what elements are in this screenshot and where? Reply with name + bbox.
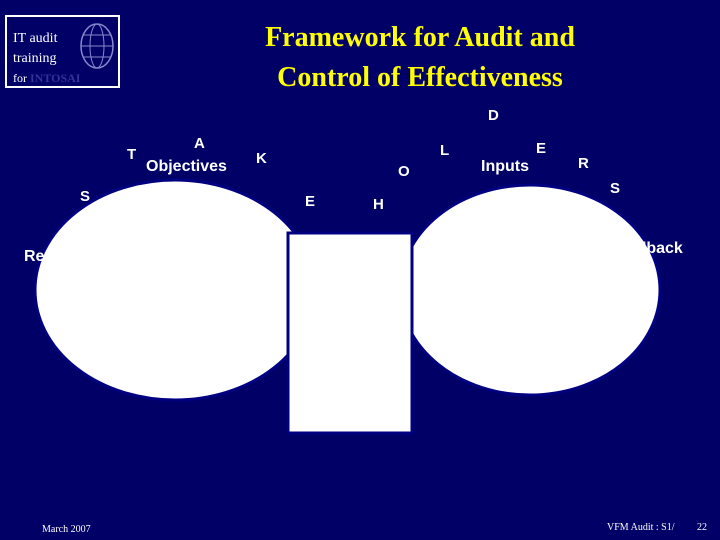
costs-letter-c: C [344, 279, 355, 296]
letter-r: R [578, 155, 589, 172]
letter-s-left: S [80, 188, 91, 205]
logo-text-line3: for INTOSAI [13, 71, 81, 85]
letter-e-top: E [536, 140, 547, 157]
title-line1: Framework for Audit and [265, 22, 575, 53]
letter-d: D [488, 107, 499, 124]
label-inputs: Inputs [481, 158, 529, 175]
logo-text-line1: IT audit [13, 31, 58, 46]
label-target: TARGET [472, 248, 537, 265]
letter-e-mid: E [305, 193, 316, 210]
costs-letter-t: T [344, 343, 354, 360]
globe-icon [80, 23, 114, 69]
performance-indicators-line1: Perform ance [304, 393, 395, 409]
left-ellipse [33, 178, 317, 402]
costs-letter-s2: S [344, 365, 355, 382]
footer-ref: VFM Audit : S1/ [607, 522, 675, 533]
performance-indicators-line2: Indicators [313, 415, 379, 431]
label-feedback: Feedback [609, 240, 683, 257]
letter-o: O [398, 163, 410, 180]
logo-box: IT audit training for INTOSAI [5, 15, 120, 88]
letter-h: H [373, 196, 384, 213]
letter-k: K [256, 150, 267, 167]
footer-date: March 2007 [42, 524, 91, 535]
footer-page-number: 22 [697, 522, 707, 533]
logo-text-line2: training [13, 51, 57, 66]
letter-s-right: S [610, 180, 621, 197]
page-title: Framework for Audit and Control of Effec… [210, 18, 630, 98]
activities-box [286, 231, 414, 435]
letter-a: A [194, 135, 205, 152]
label-outputs: Outputs [481, 339, 543, 356]
letter-l: L [440, 142, 450, 159]
title-line2: Control of Effectiveness [277, 62, 563, 93]
label-aim: AIM [172, 249, 202, 266]
costs-letter-o: O [343, 300, 355, 317]
right-ellipse [398, 183, 662, 397]
letter-t: T [127, 146, 137, 163]
label-activities: ACTIVITIES [298, 236, 394, 255]
label-objectives: Objectives [146, 158, 227, 175]
label-review: Review [24, 248, 80, 265]
label-impacts: Impacts [168, 346, 229, 363]
costs-letter-s1: S [344, 321, 355, 338]
